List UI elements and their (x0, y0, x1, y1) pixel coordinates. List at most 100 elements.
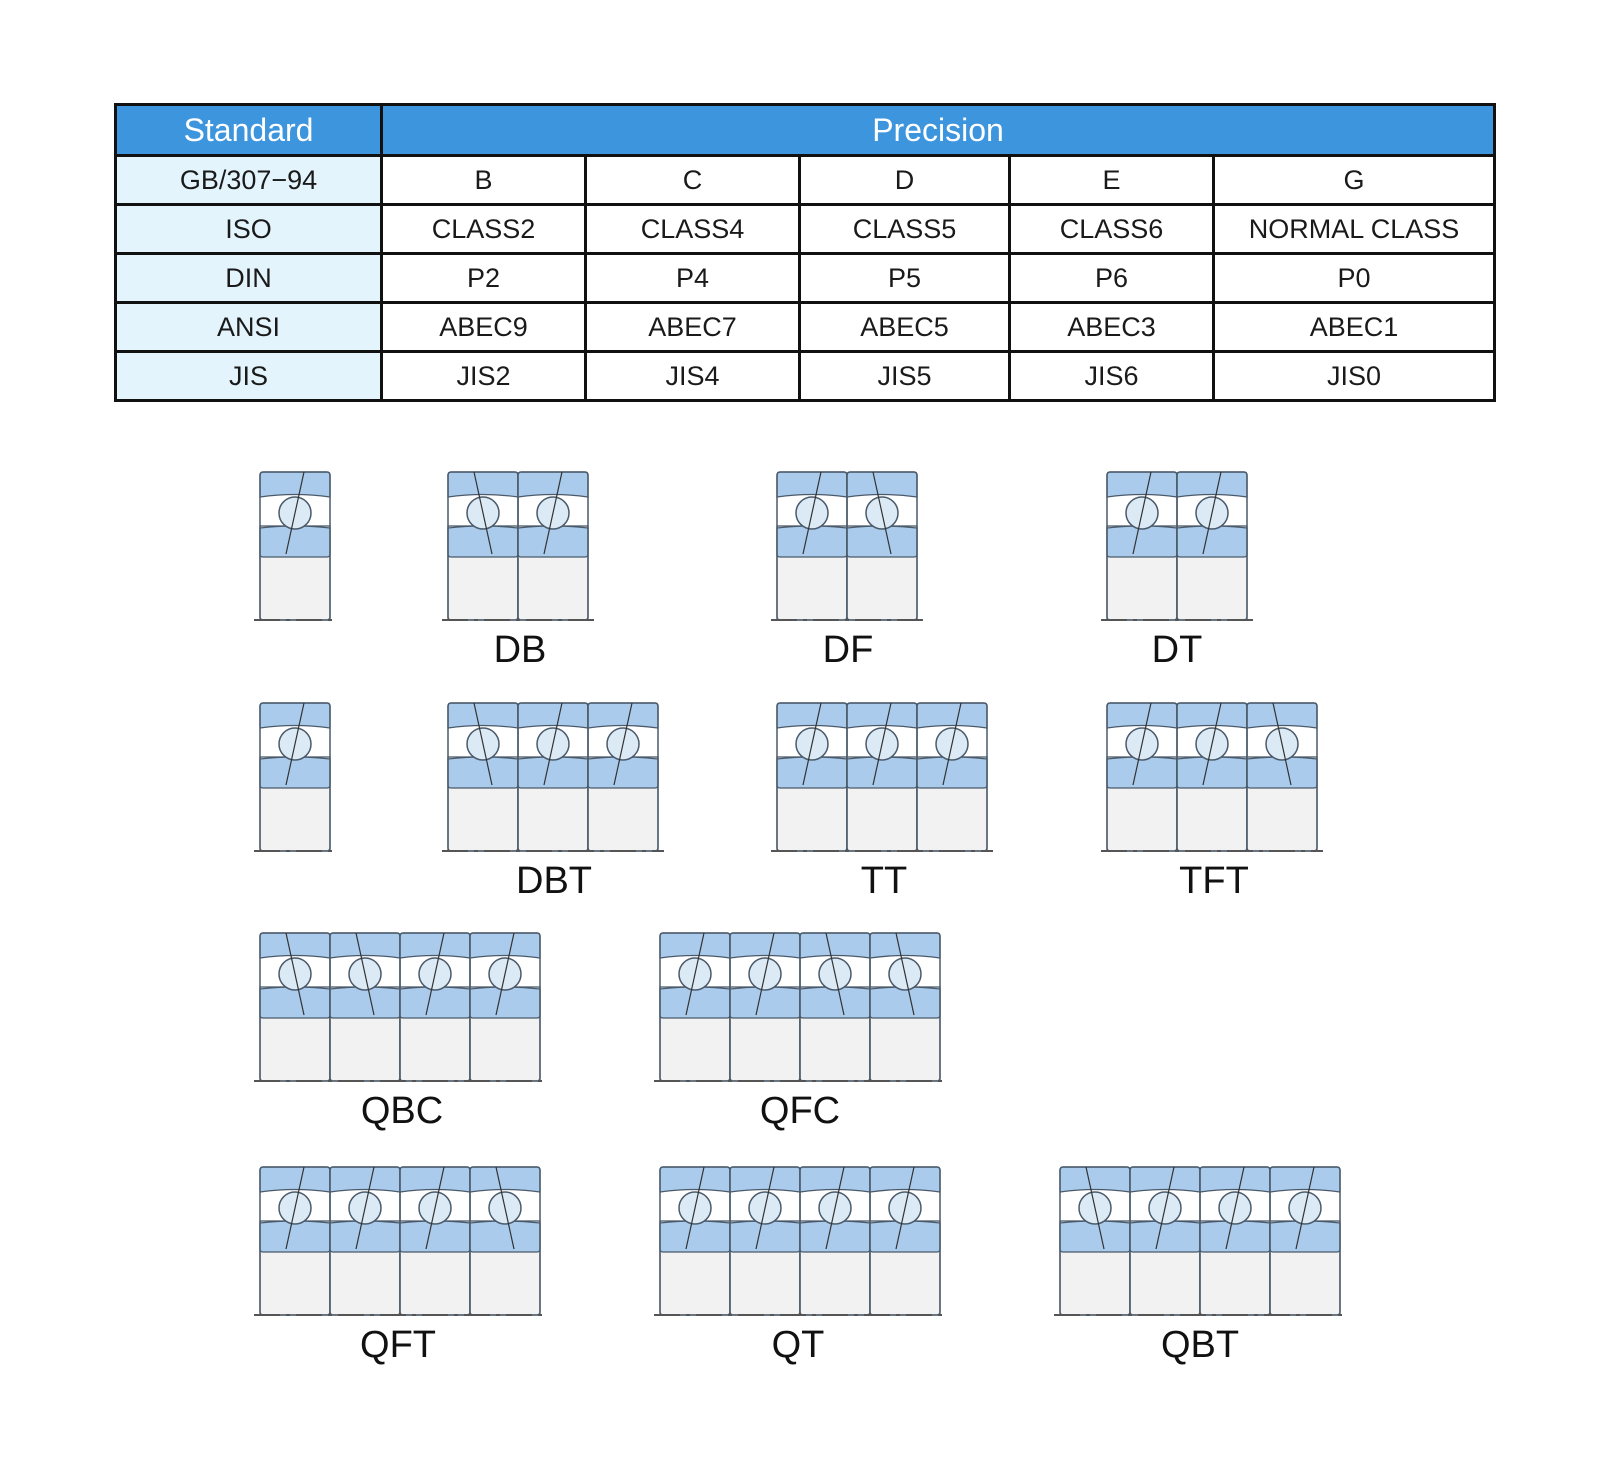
outer-ring (729, 1166, 801, 1193)
contact-angle-line (495, 932, 515, 1016)
outer-ring (1269, 1166, 1341, 1193)
arrangement-label-dbt: DBT (516, 860, 592, 902)
precision-value-cell: E (1008, 154, 1215, 206)
standard-name-cell: GB/307−94 (114, 154, 383, 206)
inner-ring (469, 1220, 541, 1253)
outer-ring (1059, 1166, 1131, 1193)
contact-angle-line (1295, 1166, 1315, 1250)
precision-value-cell: B (380, 154, 587, 206)
contact-angle-line (802, 471, 822, 555)
inner-ring (869, 1220, 941, 1253)
precision-value-cell: ABEC9 (380, 301, 587, 353)
contact-angle-line (285, 932, 305, 1016)
arrangement-single-2 (254, 702, 336, 852)
contact-angle-line (685, 1166, 705, 1250)
inner-ring (729, 986, 801, 1019)
bearing-frame (869, 1166, 941, 1316)
arrangement-qbc (254, 932, 546, 1082)
inner-ring (329, 1220, 401, 1253)
outer-ring (846, 702, 918, 729)
precision-value-cell: CLASS5 (798, 203, 1011, 255)
contact-angle-line (872, 471, 892, 555)
standard-name-cell: ANSI (114, 301, 383, 353)
inner-ring (1199, 1220, 1271, 1253)
outer-ring (869, 1166, 941, 1193)
arrangement-label-tft: TFT (1179, 860, 1249, 902)
inner-ring (1106, 525, 1178, 558)
outer-ring (399, 1166, 471, 1193)
arrangement-dt (1101, 471, 1253, 621)
outer-ring (1246, 702, 1318, 729)
outer-ring (399, 932, 471, 959)
inner-ring (447, 525, 519, 558)
arrangement-label-qfc: QFC (759, 1090, 841, 1132)
outer-ring (1199, 1166, 1271, 1193)
outer-ring (259, 702, 331, 729)
outer-ring (447, 471, 519, 498)
outer-ring (659, 932, 731, 959)
inner-ring (1106, 756, 1178, 789)
standard-name-cell: ISO (114, 203, 383, 255)
outer-ring (1176, 471, 1248, 498)
header-precision: Precision (380, 103, 1496, 157)
precision-value-cell: CLASS4 (584, 203, 801, 255)
inner-ring (799, 1220, 871, 1253)
inner-ring (329, 986, 401, 1019)
contact-angle-line (755, 1166, 775, 1250)
inner-ring (447, 756, 519, 789)
outer-ring (259, 471, 331, 498)
inner-ring (729, 1220, 801, 1253)
contact-angle-line (285, 702, 305, 786)
outer-ring (1176, 702, 1248, 729)
inner-ring (259, 1220, 331, 1253)
precision-value-cell: P5 (798, 252, 1011, 304)
precision-value-cell: ABEC5 (798, 301, 1011, 353)
inner-ring (587, 756, 659, 789)
inner-ring (517, 525, 589, 558)
contact-angle-line (1155, 1166, 1175, 1250)
bearing-frame (1176, 471, 1248, 621)
bearing-frame (469, 932, 541, 1082)
arrangement-label-tt: TT (860, 860, 908, 902)
outer-ring (517, 471, 589, 498)
precision-value-cell: P6 (1008, 252, 1215, 304)
outer-ring (729, 932, 801, 959)
outer-ring (776, 471, 848, 498)
precision-value-cell: CLASS2 (380, 203, 587, 255)
arrangement-qt (654, 1166, 946, 1316)
inner-ring (1129, 1220, 1201, 1253)
inner-ring (1176, 756, 1248, 789)
arrangement-qfc (654, 932, 946, 1082)
precision-value-cell: P0 (1212, 252, 1496, 304)
bearing-frame (846, 471, 918, 621)
outer-ring (1129, 1166, 1201, 1193)
outer-ring (469, 932, 541, 959)
inner-ring (846, 756, 918, 789)
precision-value-cell: G (1212, 154, 1496, 206)
inner-ring (869, 986, 941, 1019)
contact-angle-line (473, 471, 493, 555)
arrangement-label-qbt: QBT (1160, 1324, 1240, 1366)
bearing-frame (259, 702, 331, 852)
contact-angle-line (802, 702, 822, 786)
precision-value-cell: ABEC7 (584, 301, 801, 353)
outer-ring (447, 702, 519, 729)
inner-ring (1059, 1220, 1131, 1253)
bearing-frame (517, 471, 589, 621)
outer-ring (799, 1166, 871, 1193)
outer-ring (517, 702, 589, 729)
inner-ring (469, 986, 541, 1019)
standard-name-cell: JIS (114, 350, 383, 402)
outer-ring (776, 702, 848, 729)
outer-ring (799, 932, 871, 959)
contact-angle-line (285, 1166, 305, 1250)
arrangement-label-db: DB (493, 629, 547, 671)
contact-angle-line (1132, 471, 1152, 555)
contact-angle-line (825, 932, 845, 1016)
inner-ring (259, 756, 331, 789)
